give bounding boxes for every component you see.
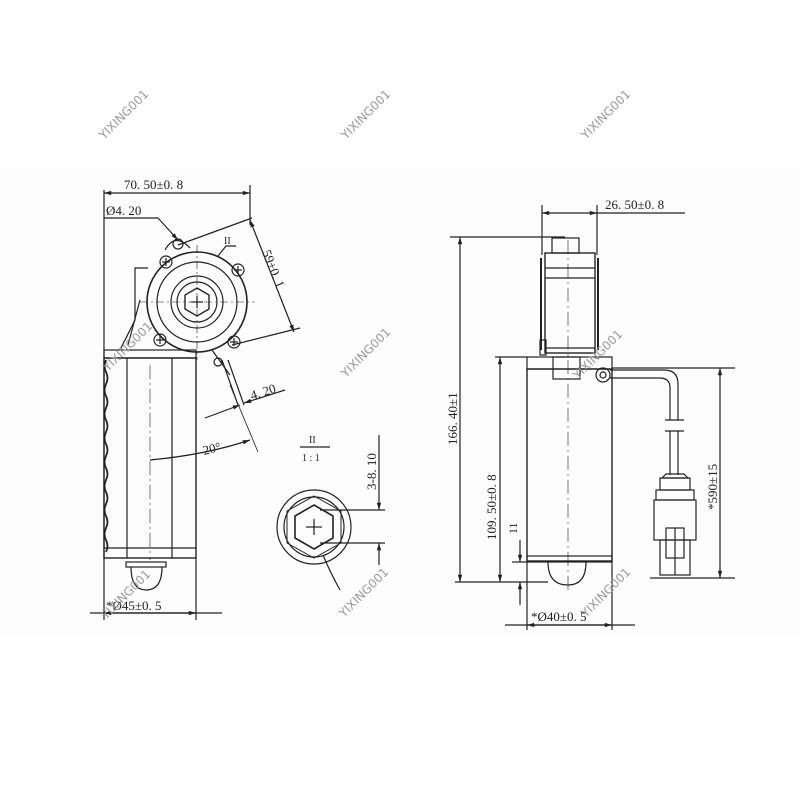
watermark: YIXING001 [338,87,394,143]
angle-label: 20° [201,439,222,458]
side-diameter-label: *Ø40±0. 5 [531,609,587,624]
watermark: YIXING001 [96,87,152,143]
terminal-width-label: 4. 20 [248,381,277,403]
hex-size-label: 3-8. 10 [364,453,379,490]
front-diameter-label: *Ø45±0. 5 [106,598,162,613]
section-mark-label: II [224,236,231,247]
side-view [450,205,735,630]
body-height-label: 109. 50±0. 8 [484,474,499,540]
front-width-label: 70. 50±0. 8 [124,177,183,192]
mount-distance-label: 59±0. 1 [259,248,288,290]
watermark: YIXING001 [578,87,634,143]
detail-section-mark: II [309,435,316,446]
detail-view [276,435,385,591]
watermark: YIXING001 [578,565,634,621]
small-dimension-label: 11 [506,522,520,534]
watermark: YIXING001 [98,567,154,623]
total-height-label: 166. 40±1 [445,392,460,445]
detail-scale-label: 1 : 1 [302,453,320,464]
front-view [90,185,301,620]
side-width-label: 26. 50±0. 8 [605,197,664,212]
watermark: YIXING001 [336,565,392,621]
drawing-background [0,168,800,634]
cable-length-label: *590±15 [705,464,720,510]
hole-diameter-label: Ø4. 20 [106,203,141,218]
watermark: YIXING001 [338,325,394,381]
